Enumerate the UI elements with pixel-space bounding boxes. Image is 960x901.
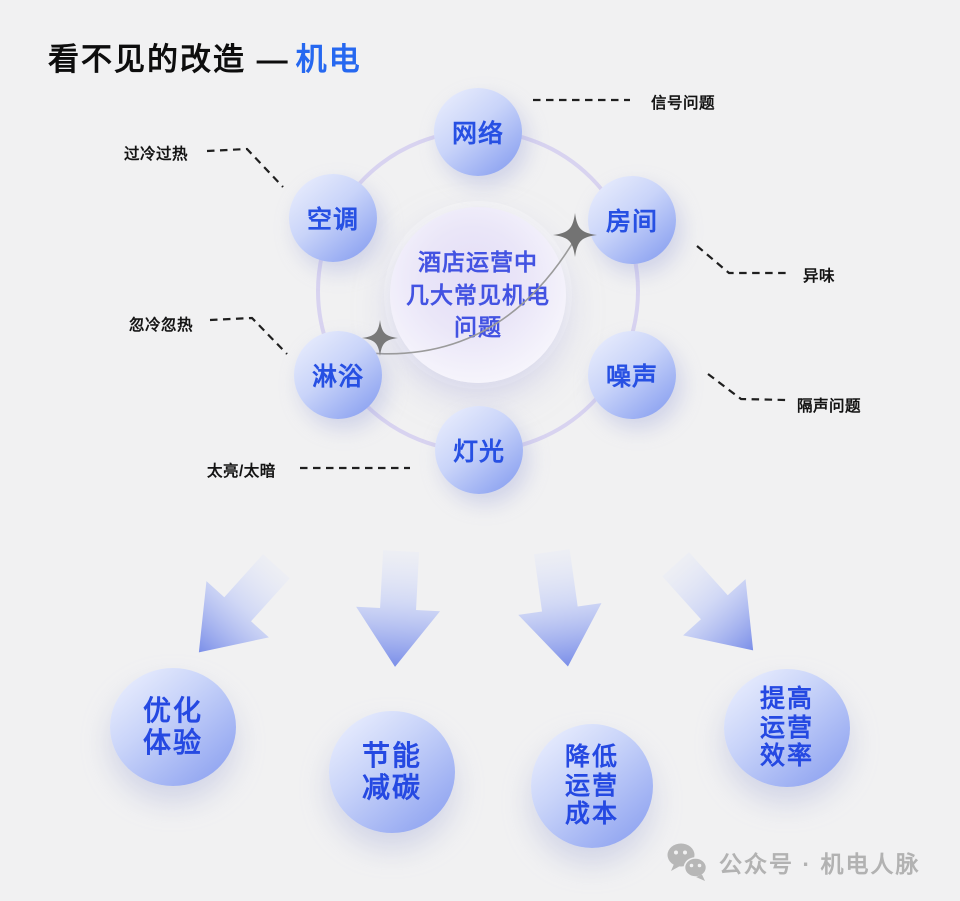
- node-network: 网络: [434, 88, 522, 176]
- title-main: 看不见的改造 —: [48, 42, 290, 77]
- page-title: 看不见的改造 —机电: [48, 34, 362, 79]
- outcome-line: 成本: [564, 800, 619, 829]
- callout-over-temp: 过冷过热: [124, 146, 189, 163]
- hub-circle: 酒店运营中 几大常见机电 问题: [390, 207, 566, 383]
- node-label: 灯光: [452, 438, 505, 466]
- node-label: 淋浴: [311, 363, 364, 391]
- node-shower: 淋浴: [294, 331, 382, 419]
- node-label: 空调: [306, 206, 359, 234]
- callout-fluctuating-temp: 忽冷忽热: [129, 317, 194, 334]
- callout-brightness: 太亮/太暗: [207, 463, 276, 480]
- outcome-line: 节能: [361, 740, 422, 772]
- outcome-optimize-experience: 优化 体验: [110, 668, 236, 786]
- outcome-line: 运营: [564, 771, 619, 800]
- node-label: 房间: [605, 208, 658, 236]
- outcome-reduce-cost: 降低 运营 成本: [531, 724, 653, 848]
- outcome-line: 提高: [759, 685, 814, 714]
- title-accent: 机电: [295, 42, 362, 77]
- down-arrow-icon: [518, 549, 602, 667]
- callout-line-fluctuating-temp: [209, 316, 288, 355]
- outcome-line: 体验: [142, 727, 203, 758]
- hub-line: 几大常见机电: [406, 281, 550, 308]
- wechat-icon: [667, 843, 708, 881]
- callout-line-over-temp: [206, 147, 284, 188]
- watermark-text: 公众号 · 机电人脉: [719, 851, 921, 877]
- down-arrow-icon: [356, 550, 440, 667]
- node-light: 灯光: [435, 406, 523, 494]
- callout-line-sound-insulation: [707, 373, 787, 402]
- node-label: 噪声: [605, 363, 658, 391]
- node-label: 网络: [451, 120, 504, 148]
- watermark: 公众号 · 机电人脉: [664, 841, 920, 883]
- down-arrow-icon: [662, 552, 754, 651]
- outcome-line: 降低: [564, 743, 619, 772]
- callout-sound-insulation: 隔声问题: [797, 398, 862, 415]
- node-noise: 噪声: [588, 331, 676, 419]
- outcome-improve-efficiency: 提高 运营 效率: [724, 669, 850, 787]
- callout-signal: 信号问题: [651, 95, 716, 112]
- outcome-save-energy: 节能 减碳: [329, 711, 455, 833]
- outcome-line: 优化: [142, 695, 203, 727]
- outcome-line: 运营: [759, 713, 814, 742]
- outcome-line: 效率: [759, 742, 814, 771]
- callout-line-odor: [696, 245, 787, 275]
- hub-line: 酒店运营中: [418, 249, 538, 276]
- outcome-line: 减碳: [361, 772, 422, 803]
- node-room: 房间: [588, 176, 676, 264]
- callout-odor: 异味: [803, 268, 836, 285]
- node-ac: 空调: [289, 174, 377, 262]
- down-arrow-icon: [198, 554, 290, 653]
- hub-line: 问题: [454, 314, 502, 341]
